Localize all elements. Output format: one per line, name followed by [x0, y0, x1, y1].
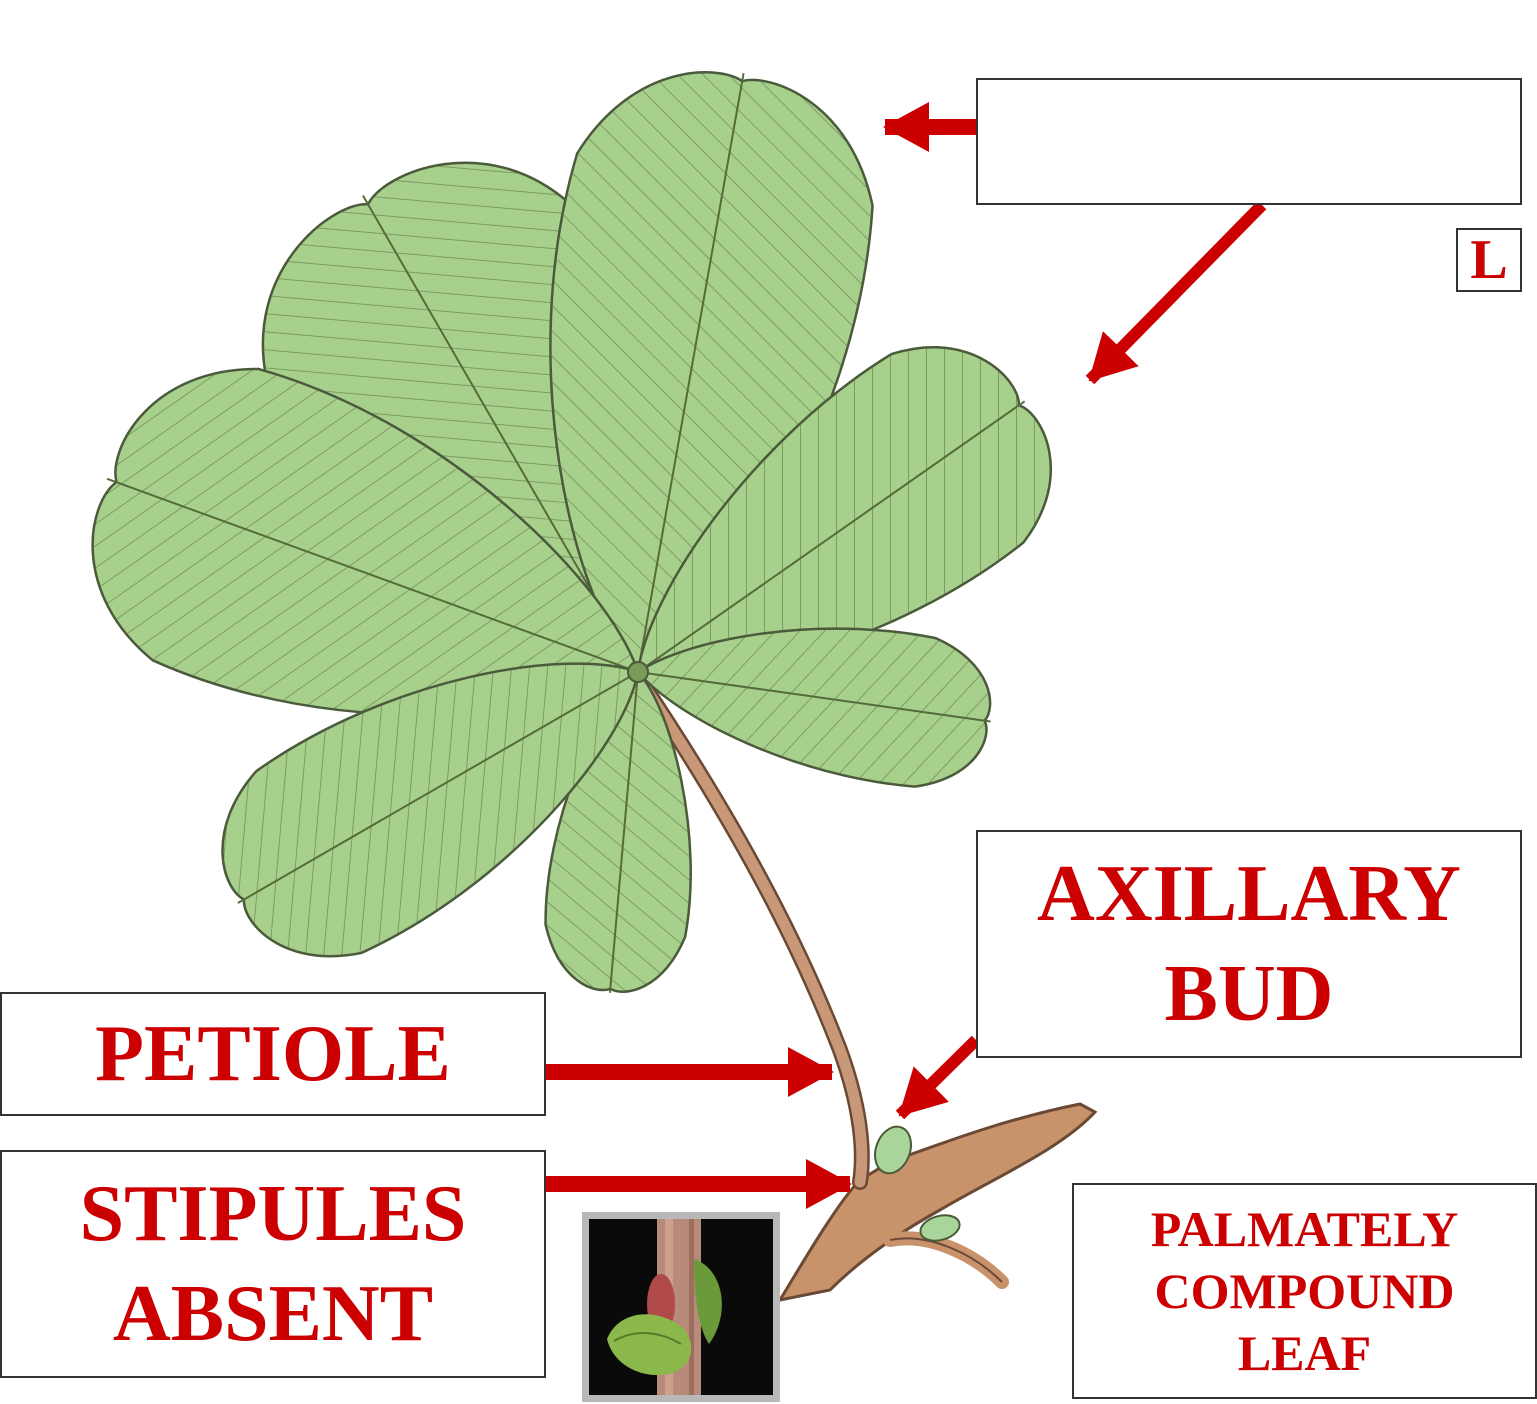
bud-photo-inset	[582, 1212, 780, 1402]
corner-tag-text: L	[1470, 232, 1507, 288]
arrow-to-axillary-bud	[900, 1040, 976, 1115]
stipules-label-line-1: STIPULES	[80, 1164, 467, 1264]
petiole-label-text: PETIOLE	[95, 1014, 451, 1094]
stipules-absent-label: STIPULES ABSENT	[0, 1150, 546, 1378]
leaflet-attachment-point	[628, 662, 648, 682]
stipules-label-line-2: ABSENT	[113, 1264, 433, 1364]
axillary-label-line-1: AXILLARY	[1037, 844, 1461, 944]
palmate-label-line-2: COMPOUND	[1155, 1260, 1455, 1322]
arrow-to-right-leaflet	[1090, 205, 1262, 380]
leaflets	[54, 47, 1092, 999]
palmate-label-line-3: LEAF	[1238, 1322, 1371, 1384]
bud-photo	[589, 1219, 773, 1395]
leaflet-label-box	[976, 78, 1522, 205]
stem	[780, 1104, 1095, 1300]
axillary-bud-label: AXILLARY BUD	[976, 830, 1522, 1058]
corner-tag-box: L	[1456, 228, 1522, 292]
palmate-label-line-1: PALMATELY	[1151, 1198, 1458, 1260]
axillary-label-line-2: BUD	[1165, 944, 1334, 1044]
petiole-label: PETIOLE	[0, 992, 546, 1116]
palmately-compound-leaf-label: PALMATELY COMPOUND LEAF	[1072, 1183, 1537, 1399]
